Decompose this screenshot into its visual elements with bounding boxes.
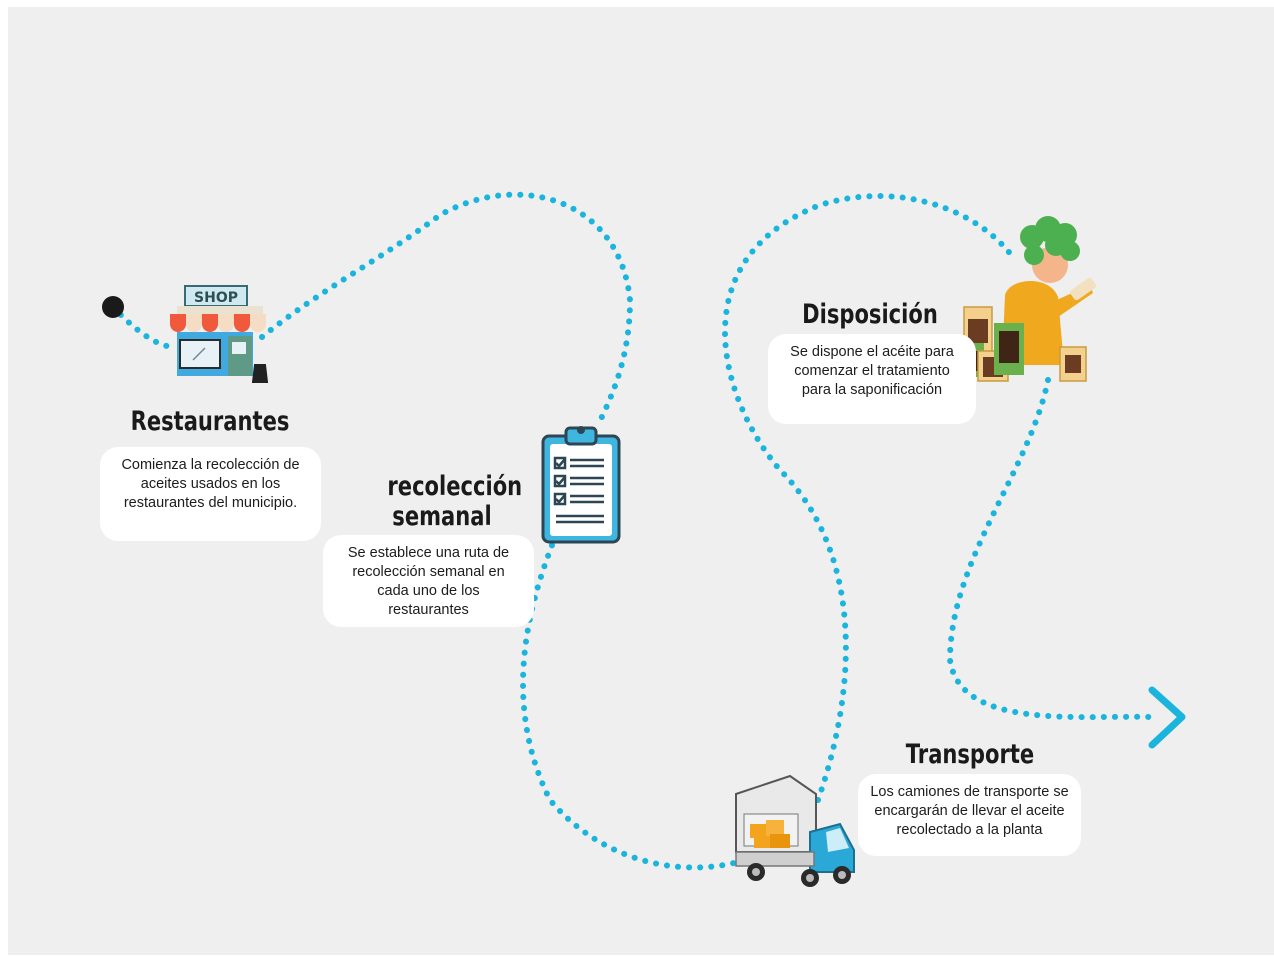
stage-title-recoleccion: recolección semanal	[387, 471, 523, 532]
stage-title-transporte: Transporte	[905, 739, 1035, 770]
stage-desc-restaurantes: Comienza la recolección de aceites usado…	[100, 447, 321, 541]
start-dot	[102, 296, 124, 318]
stage-desc-recoleccion: Se establece una ruta de recolección sem…	[323, 535, 534, 627]
stage-title-restaurantes: Restaurantes	[130, 406, 290, 437]
shop-icon: SHOP	[170, 285, 269, 383]
clipboard-checklist-icon	[541, 426, 621, 544]
stage-title-disposicion: Disposición	[802, 299, 938, 330]
arrow-head-icon	[1148, 686, 1186, 749]
delivery-truck-icon	[735, 774, 855, 887]
shop-sign-text: SHOP	[194, 290, 238, 306]
stage-desc-disposicion: Se dispone el acéite para comenzar el tr…	[768, 334, 976, 424]
route-line	[110, 191, 1153, 871]
stage-desc-transporte: Los camiones de transporte se encargarán…	[858, 774, 1081, 856]
